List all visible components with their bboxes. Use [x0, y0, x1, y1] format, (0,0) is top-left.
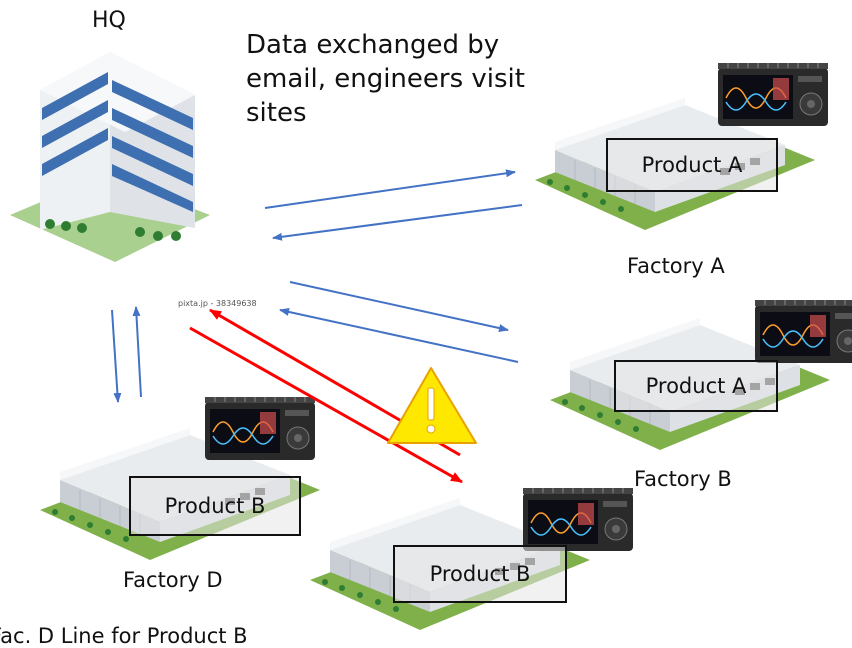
data-logger-icon	[754, 299, 852, 364]
arrow-factory-b-to-hq	[279, 308, 519, 363]
data-logger-icon	[717, 62, 829, 127]
process-note: Data exchanged by email, engineers visit…	[246, 30, 525, 128]
data-logger-icon	[204, 396, 316, 461]
product-box-factory-d: Product B	[129, 476, 301, 536]
arrow-factory-a-to-hq	[272, 204, 523, 241]
hq-label: HQ	[92, 8, 126, 33]
arrow-hq-to-factory-a	[264, 169, 516, 209]
factory-a-label: Factory A	[627, 254, 725, 278]
arrow-factory-d-to-hq	[132, 306, 142, 398]
watermark-text: pixta.jp - 38349638	[178, 299, 257, 308]
arrow-hq-to-factory-d	[111, 309, 122, 403]
bottom-caption: Fac. D Line for Product B	[0, 624, 248, 648]
factory-d-label: Factory D	[123, 568, 223, 592]
product-box-factory-b: Product A	[614, 360, 778, 412]
arrow-hq-to-factory-b	[289, 281, 509, 332]
warning-icon	[387, 367, 477, 444]
product-box-factory-c: Product B	[393, 545, 567, 603]
arrow-hq-to-factory-c-red	[189, 326, 463, 484]
factory-b-label: Factory B	[634, 467, 732, 491]
product-box-factory-a: Product A	[606, 138, 778, 192]
hq-building-icon	[10, 52, 210, 262]
data-logger-icon	[522, 487, 634, 552]
